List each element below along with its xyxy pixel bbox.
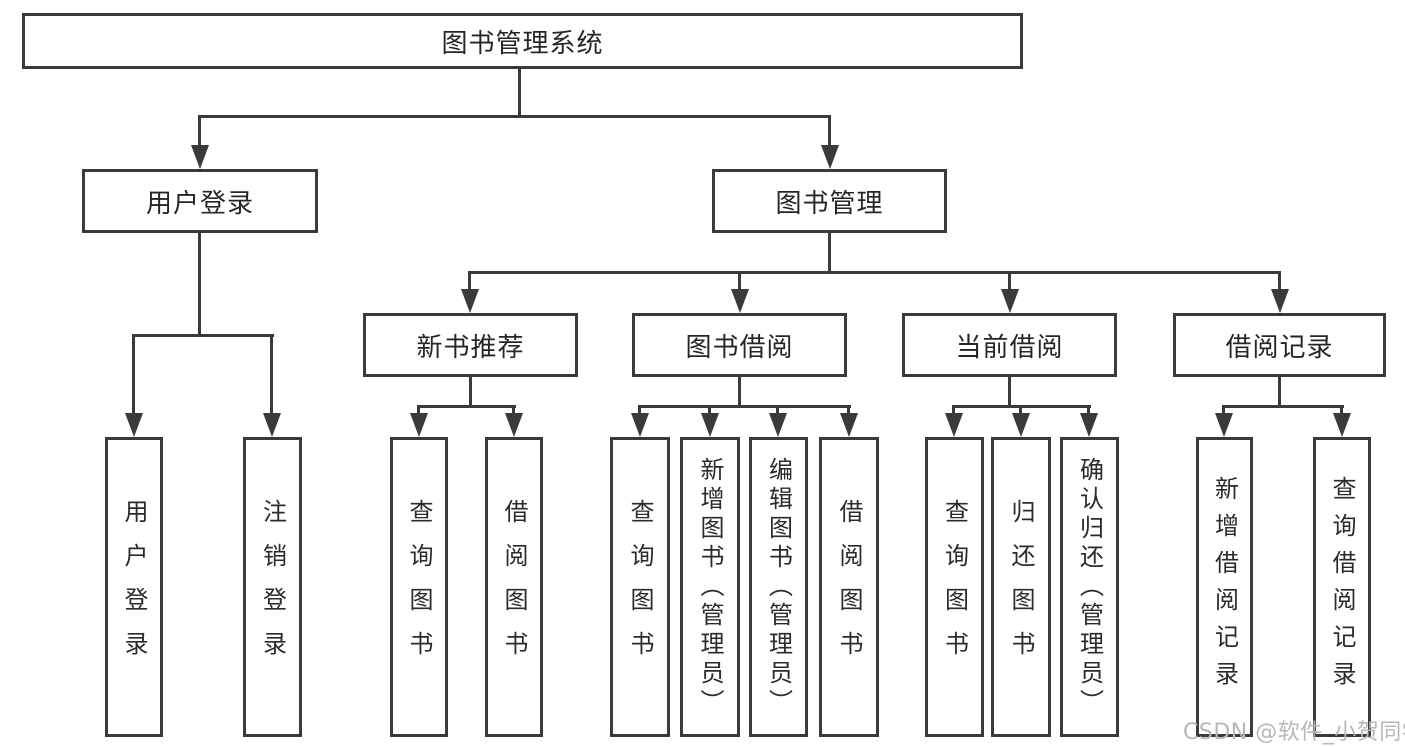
leaf-label: 借阅图书 [500, 499, 528, 675]
connector-line [417, 405, 516, 408]
connector-line [952, 405, 1091, 408]
connector-line [1222, 405, 1344, 408]
leaf-add-borrow-record: 新增借阅记录 [1196, 437, 1253, 737]
leaf-add-books-admin: 新增图书（管理员） [680, 437, 740, 737]
leaf-label: 查询借阅记录 [1328, 476, 1356, 698]
connector-arrow [1001, 273, 1019, 313]
connector-arrow [1012, 407, 1030, 437]
connector-arrow [1271, 273, 1289, 313]
connector-arrow [840, 407, 858, 437]
node-user-login-branch: 用户登录 [82, 169, 318, 233]
node-label: 当前借阅 [955, 332, 1064, 363]
connector-arrow [631, 407, 649, 437]
leaf-user-login: 用户登录 [105, 437, 163, 737]
node-label: 借阅记录 [1225, 332, 1334, 363]
leaf-query-books-borrowing: 查询图书 [610, 437, 670, 737]
node-borrowing-records: 借阅记录 [1173, 313, 1386, 377]
connector-arrow [1080, 407, 1098, 437]
connector-arrow [1333, 407, 1351, 437]
leaf-label: 借阅图书 [835, 499, 863, 675]
leaf-logout: 注销登录 [243, 437, 302, 737]
leaf-return-books: 归还图书 [991, 437, 1051, 737]
leaf-query-books-recommend: 查询图书 [390, 437, 448, 737]
connector-arrow [701, 407, 719, 437]
connector-line [468, 271, 1281, 274]
connector-line [828, 233, 831, 273]
node-label: 图书管理 [775, 188, 884, 219]
connector-line [132, 334, 274, 337]
node-book-management-system: 图书管理系统 [22, 13, 1023, 69]
leaf-label: 查询图书 [626, 499, 654, 675]
leaf-query-borrow-record: 查询借阅记录 [1313, 437, 1371, 737]
connector-arrow [1215, 407, 1233, 437]
connector-arrow [945, 407, 963, 437]
leaf-label: 用户登录 [120, 499, 148, 675]
connector-line [469, 377, 472, 408]
connector-line [198, 115, 831, 118]
connector-line [638, 405, 851, 408]
connector-arrow [505, 407, 523, 437]
connector-arrow [769, 407, 787, 437]
leaf-label: 查询图书 [405, 499, 433, 675]
leaf-query-books-current: 查询图书 [925, 437, 984, 737]
connector-arrow [461, 273, 479, 313]
node-book-management: 图书管理 [712, 169, 947, 233]
connector-arrow [191, 117, 209, 169]
leaf-borrow-books-recommend: 借阅图书 [485, 437, 543, 737]
connector-arrow [731, 273, 749, 313]
connector-line [518, 69, 521, 117]
leaf-label: 归还图书 [1007, 499, 1035, 675]
connector-line [1278, 377, 1281, 408]
leaf-borrow-books: 借阅图书 [819, 437, 879, 737]
node-label: 用户登录 [145, 188, 254, 219]
connector-line [738, 377, 741, 408]
node-label: 图书借阅 [685, 332, 794, 363]
csdn-watermark: CSDN @软件_小贺同学 [1183, 720, 1405, 745]
leaf-label: 查询图书 [940, 499, 969, 675]
node-current-borrowing: 当前借阅 [902, 313, 1117, 377]
leaf-label: 编辑图书（管理员） [764, 456, 793, 718]
leaf-label: 新增图书（管理员） [696, 456, 724, 718]
node-new-book-recommend: 新书推荐 [363, 313, 578, 377]
leaf-label: 确认归还（管理员） [1075, 456, 1104, 718]
connector-arrow [125, 336, 143, 437]
connector-arrow [263, 336, 281, 437]
leaf-confirm-return-admin: 确认归还（管理员） [1060, 437, 1119, 737]
leaf-edit-books-admin: 编辑图书（管理员） [749, 437, 808, 737]
node-label: 新书推荐 [416, 332, 525, 363]
node-book-borrowing: 图书借阅 [632, 313, 847, 377]
connector-arrow [410, 407, 428, 437]
connector-line [198, 233, 201, 336]
leaf-label: 注销登录 [258, 499, 287, 675]
leaf-label: 新增借阅记录 [1210, 476, 1239, 698]
connector-arrow [821, 117, 839, 169]
connector-line [1008, 377, 1011, 408]
node-label: 图书管理系统 [441, 28, 604, 59]
